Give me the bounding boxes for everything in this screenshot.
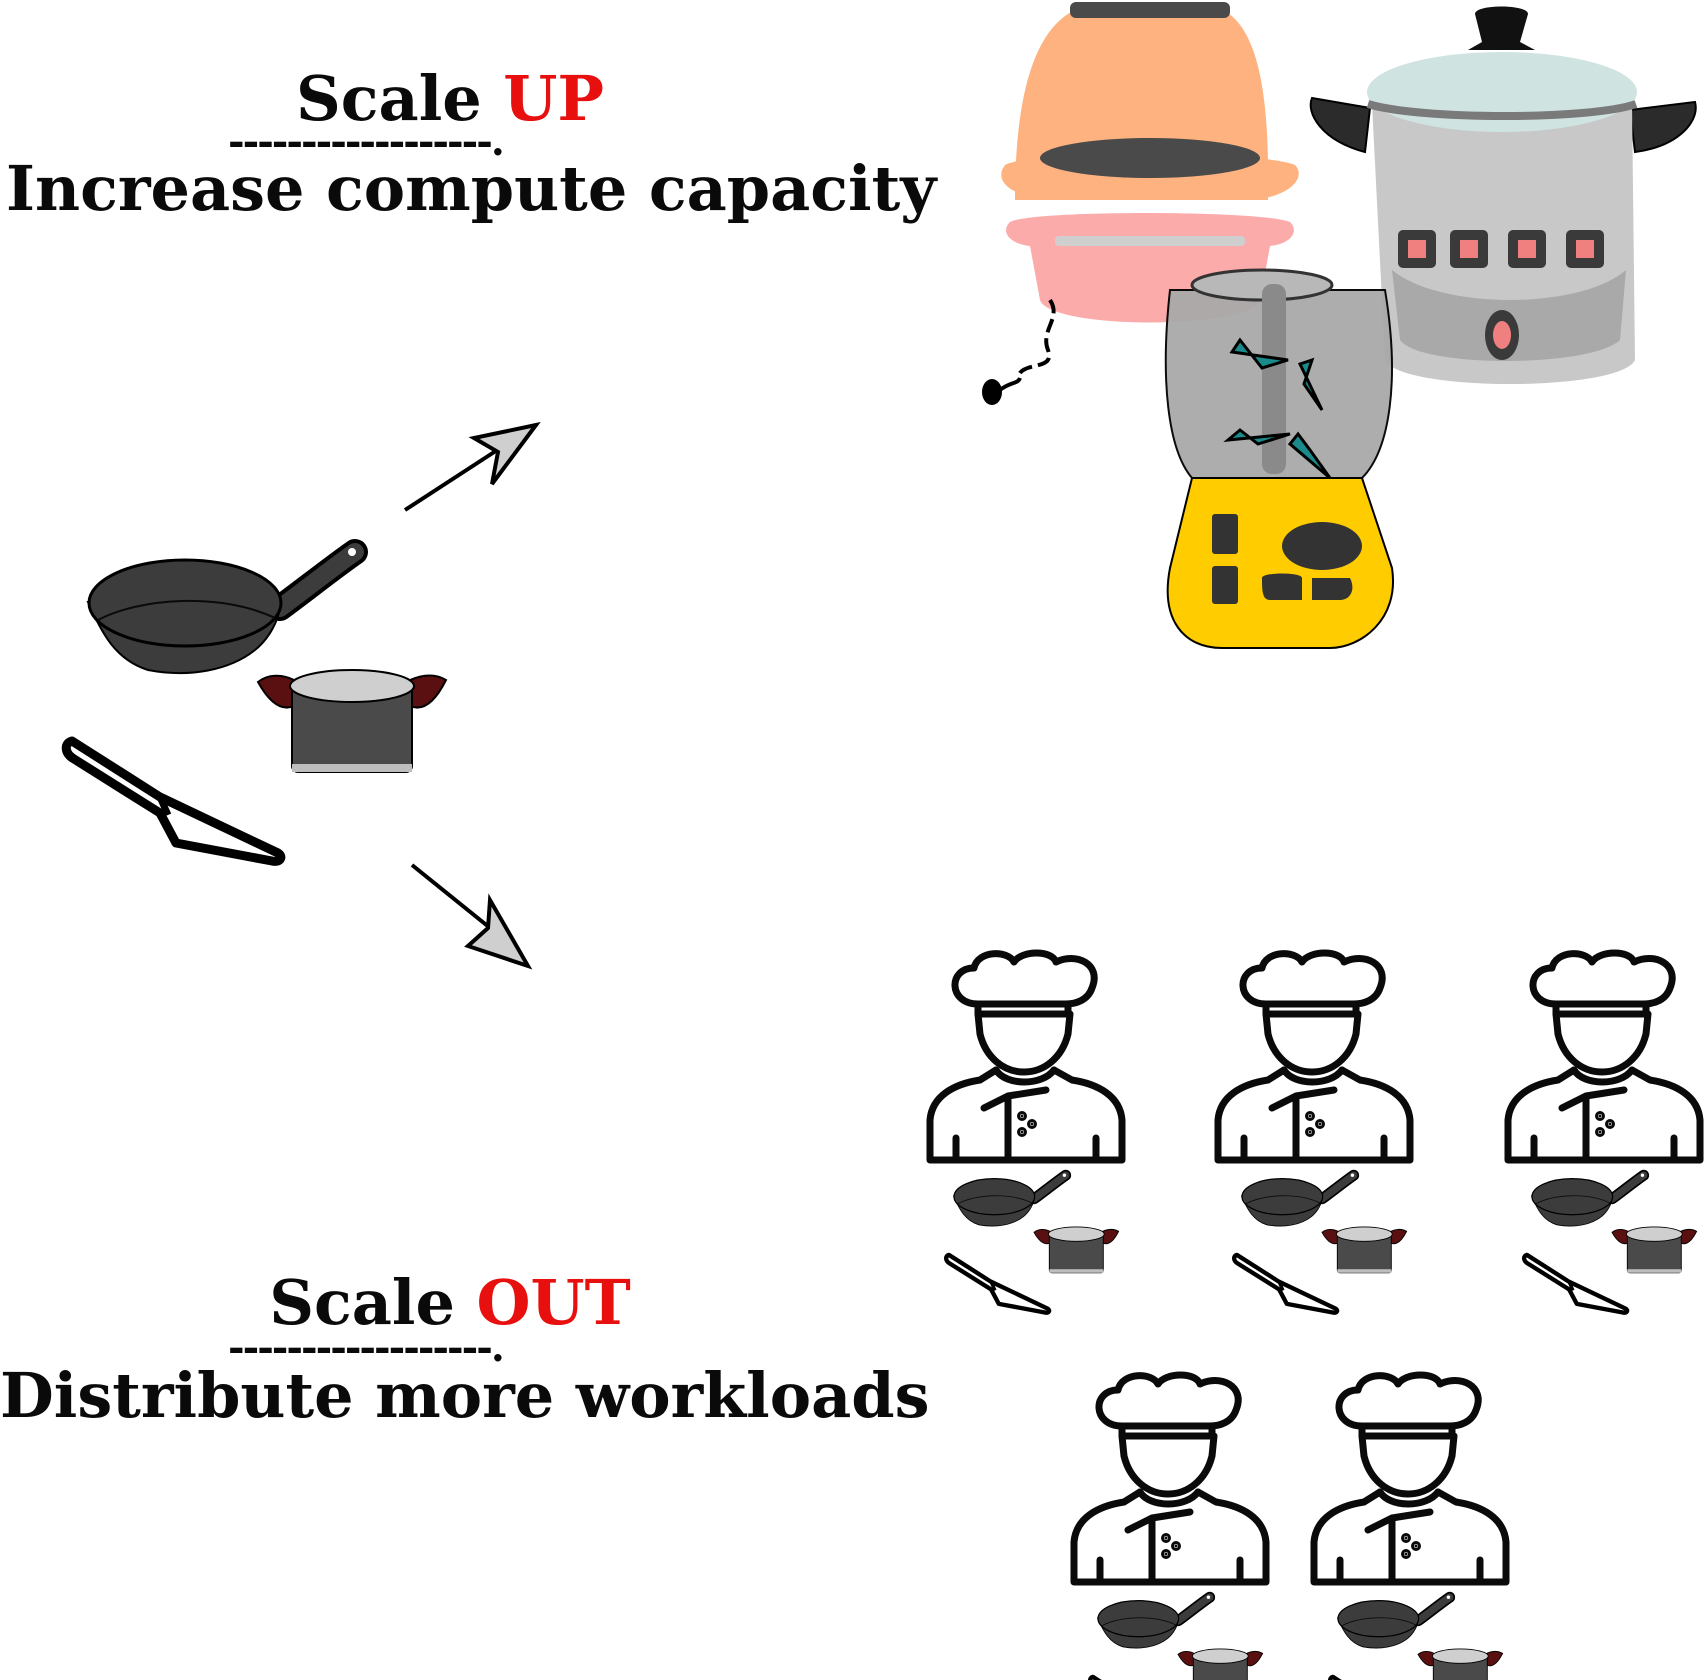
pot-icon [257, 669, 447, 773]
chef-station-1 [930, 953, 1122, 1313]
scale-out-separator: ------------------. [228, 1324, 505, 1371]
pressure-cooker-icon [1309, 6, 1697, 384]
scale-out-title: Scale OUT [240, 1272, 660, 1334]
scale-up-emphasis: UP [503, 62, 604, 135]
rice-cooker-icon [982, 2, 1299, 405]
scale-up-word: Scale [296, 62, 482, 135]
chef-station-3 [1508, 953, 1700, 1313]
knife-icon [66, 741, 281, 861]
saucepan-icon [88, 548, 356, 673]
chef-station-4 [1074, 1375, 1266, 1680]
scale-up-separator: ------------------. [228, 118, 505, 165]
scale-out-emphasis: OUT [476, 1266, 631, 1339]
scale-out-subtitle: Distribute more workloads [0, 1359, 930, 1432]
scale-out-word: Scale [269, 1266, 455, 1339]
arrow-up-icon [403, 421, 541, 512]
chef-station-2 [1218, 953, 1410, 1313]
blender-icon [1164, 268, 1395, 649]
scale-up-title: Scale UP [250, 68, 650, 130]
chef-station-5 [1314, 1375, 1506, 1680]
scale-up-subtitle: Increase compute capacity [6, 152, 937, 225]
arrow-down-icon [410, 863, 533, 970]
